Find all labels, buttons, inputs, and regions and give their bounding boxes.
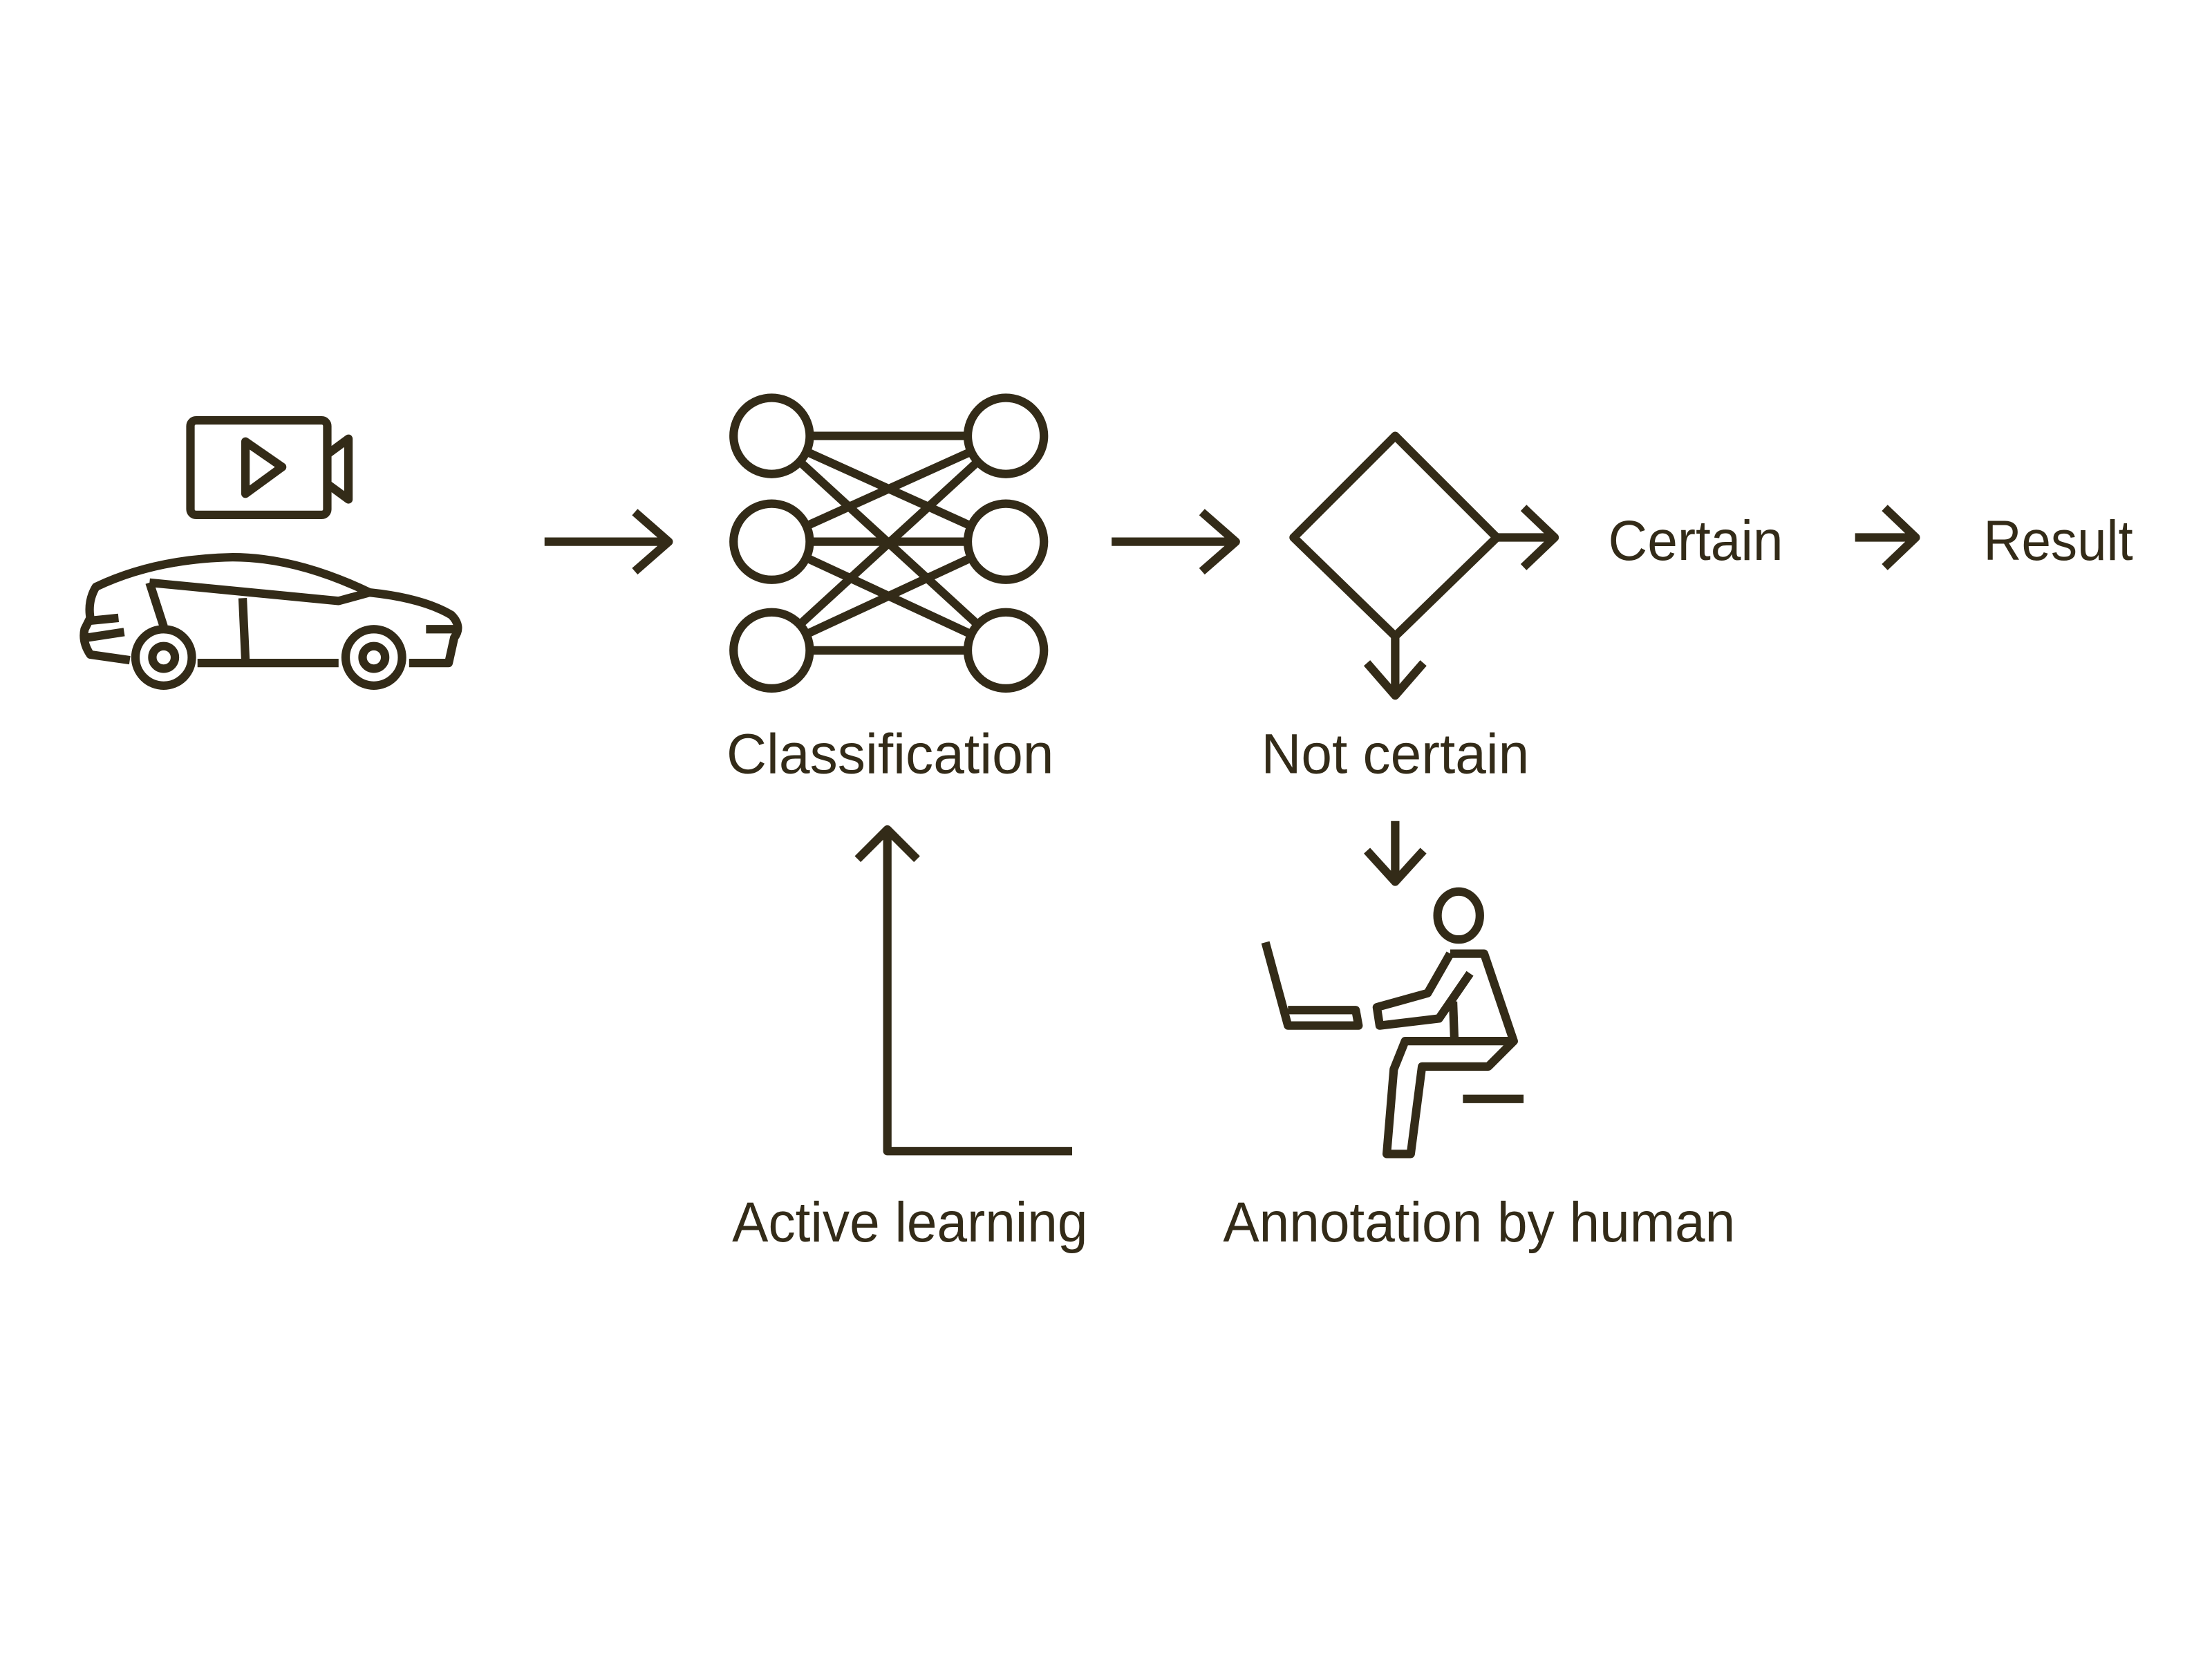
certain-label: Certain (1609, 509, 1783, 572)
annotation-label: Annotation by human (1223, 1191, 1735, 1254)
classification-label: Classification (727, 722, 1053, 785)
arrow-to-decision (1112, 509, 1240, 575)
car-icon (79, 553, 462, 690)
active-learning-label: Active learning (732, 1191, 1087, 1254)
decision-diamond-icon (1289, 431, 1501, 641)
result-label: Result (1983, 509, 2133, 572)
neural-network-icon (729, 393, 1049, 693)
nn-node (729, 499, 814, 584)
arrow-not-certain (1363, 636, 1427, 700)
not-certain-label: Not certain (1261, 722, 1529, 785)
nn-node (729, 608, 814, 693)
arrow-certain (1497, 505, 1559, 570)
nn-node (963, 499, 1049, 584)
arrow-to-annotation (1364, 821, 1427, 886)
nn-connection (796, 458, 981, 628)
arrow-to-result (1855, 505, 1920, 570)
nn-node (963, 608, 1049, 693)
nn-node (729, 393, 814, 478)
active-learning-feedback-arrow (854, 825, 1073, 1156)
nn-node (963, 393, 1049, 478)
nn-connection (805, 447, 973, 530)
human-at-laptop-icon (1261, 887, 1524, 1159)
arrow-to-classification (544, 509, 673, 575)
video-camera-icon (186, 416, 353, 520)
nn-connection (804, 554, 973, 639)
